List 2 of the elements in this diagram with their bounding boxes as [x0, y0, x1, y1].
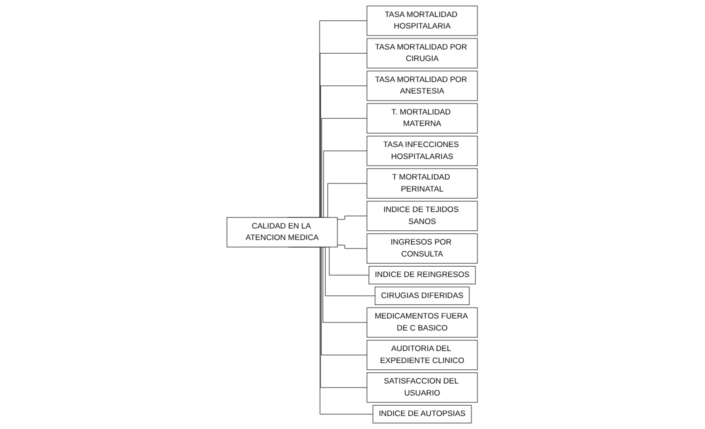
connector	[337, 244, 368, 249]
connector	[337, 216, 368, 220]
